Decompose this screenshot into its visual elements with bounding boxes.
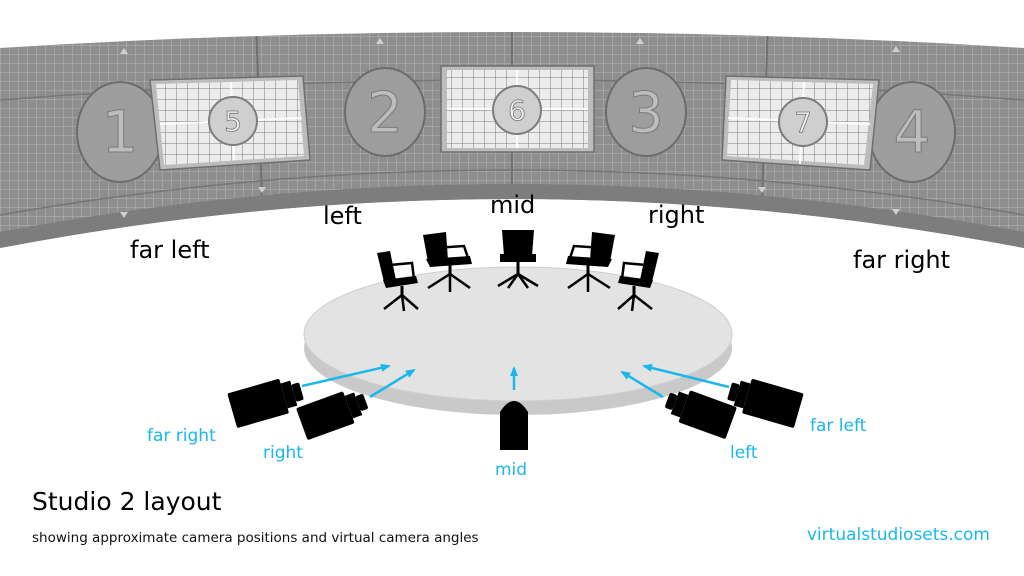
camera-label-far-right: far right [147,426,216,446]
camera-label-right: right [263,443,303,463]
wall-base-band [0,184,1024,248]
wall-circle-4: 4 [868,81,956,183]
camera-far-right [227,379,304,428]
wall-circle-number: 2 [367,81,403,146]
wall-circle-number: 3 [628,81,664,146]
camera-mid [500,401,528,450]
angle-label-right: right [648,201,704,229]
chair [377,251,419,312]
diagram-subtitle: showing approximate camera positions and… [32,530,479,546]
wall-circle-2: 2 [344,67,426,157]
wall-screen-7: 7 [721,75,880,171]
arrow-far-left [642,364,730,389]
camera-left [665,390,737,439]
camera-label-mid: mid [495,460,527,480]
chair [423,232,472,292]
wall-circle-1: 1 [76,81,164,183]
arrow-left [620,370,664,399]
camera-label-far-left: far left [810,416,867,436]
angle-labels: far left left mid right far right [130,191,950,274]
camera-right [296,391,368,440]
camera-far-left [727,379,804,428]
wall-screen-number: 6 [508,94,526,127]
wall-circle-number: 1 [102,98,139,166]
diagram-title: Studio 2 layout [32,487,222,516]
chair [617,251,659,312]
wall-circle-3: 3 [605,67,687,157]
wall-screen-5: 5 [149,75,311,171]
chair [497,230,539,289]
camera-label-left: left [730,443,758,463]
wall-screen-number: 7 [794,106,812,139]
arrow-right [369,368,416,399]
wall-screen-number: 5 [224,105,242,138]
angle-label-left: left [323,202,362,230]
chair [566,232,615,292]
wall-markers [120,38,900,218]
camera-labels: far right right mid left far left [147,416,867,480]
website-link[interactable]: virtualstudiosets.com [806,525,990,545]
wall-screen-6: 6 [440,65,595,153]
angle-label-far-left: far left [130,236,210,264]
arrow-far-right [301,363,391,388]
angle-label-mid: mid [490,191,535,219]
angle-label-far-right: far right [853,246,950,274]
floor-platform [303,266,733,415]
wall-circle-number: 4 [894,98,931,166]
camera-arrows [301,363,730,399]
